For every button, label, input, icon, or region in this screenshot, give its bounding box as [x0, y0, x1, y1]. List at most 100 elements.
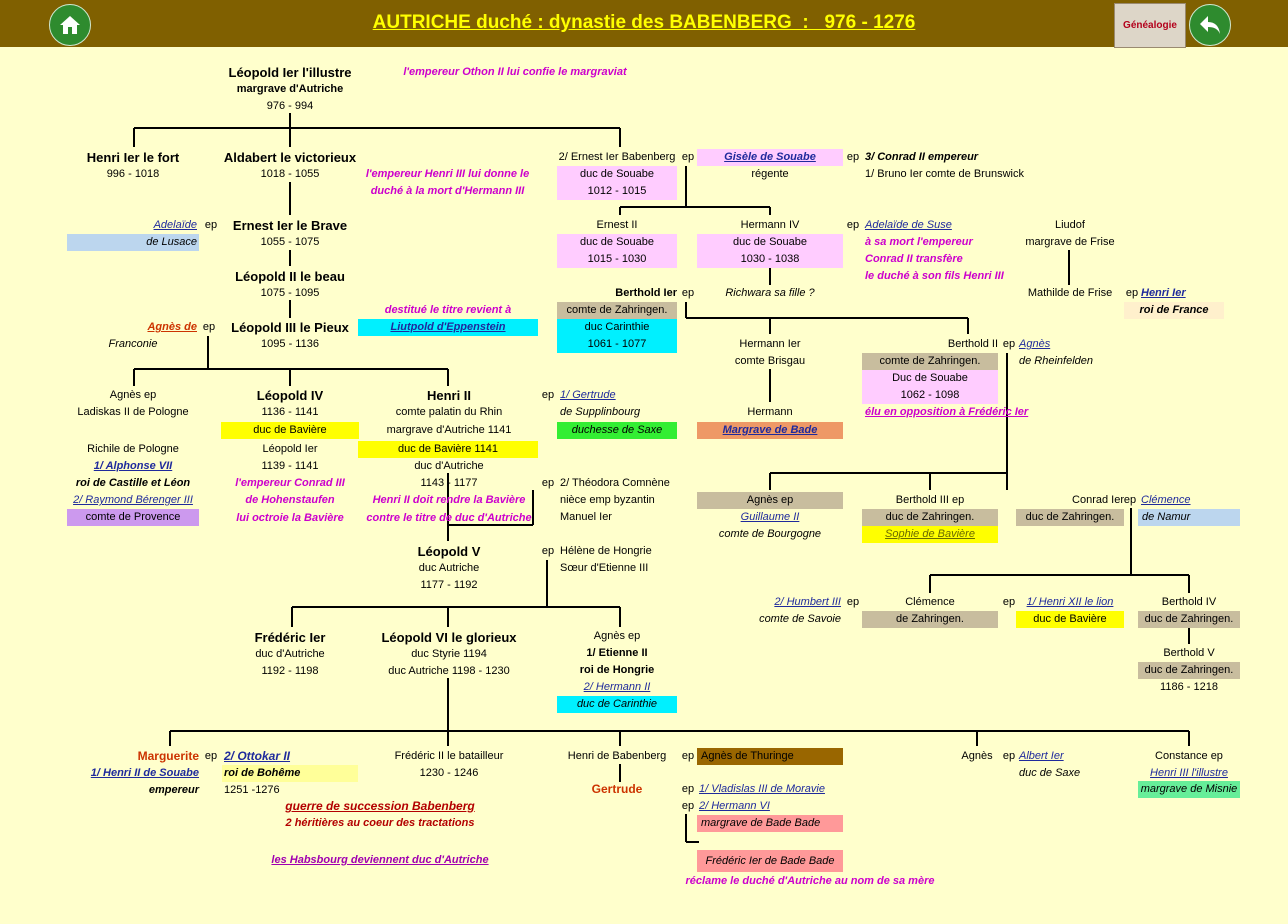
henri-2-dates: 1143 - 1177: [420, 477, 478, 489]
leopold-1-bav: Léopold Ier: [262, 443, 318, 455]
hermann-6-link[interactable]: 2/ Hermann VI: [699, 800, 770, 812]
berthold-1-duc-carinthie: duc Carinthie: [557, 319, 677, 336]
mathilde-de-frise: Mathilde de Frise: [1027, 287, 1113, 299]
margrave-de-bade-link[interactable]: Margrave de Bade: [697, 422, 843, 439]
berthold-4: Berthold IV: [1161, 596, 1217, 608]
ep-label: ep: [681, 750, 695, 762]
note-guerre-succession: guerre de succession Babenberg: [285, 799, 475, 813]
vladislas-3-link[interactable]: 1/ Vladislas III de Moravie: [699, 783, 825, 795]
clemence-namur-title: de Namur: [1138, 509, 1240, 526]
clemence-namur-link[interactable]: Clémence: [1141, 494, 1191, 506]
hermann-2-title: duc de Carinthie: [557, 696, 677, 713]
gisele-de-souabe-link[interactable]: Gisèle de Souabe: [697, 149, 843, 166]
etienne-2: 1/ Etienne II: [586, 647, 648, 659]
leopold-6-title: duc Styrie 1194: [411, 648, 487, 660]
note-elu-opposition: élu en opposition à Frédéric Ier: [865, 406, 1029, 418]
agnes-rheinfelden-title: de Rheinfelden: [1019, 355, 1094, 367]
agnes-bourgogne: Agnès ep: [697, 492, 843, 509]
manuel-1: Manuel Ier: [560, 511, 612, 523]
henri-2-souabe-title: empereur: [148, 784, 199, 796]
leopold-2: Léopold II le beau: [235, 269, 345, 284]
raymond-berenger-link[interactable]: 2/ Raymond Bérenger III: [73, 494, 193, 506]
ep-label: ep: [681, 287, 695, 299]
leopold-6: Léopold VI le glorieux: [381, 630, 517, 645]
hermann-2-link[interactable]: 2/ Hermann II: [583, 681, 651, 693]
humbert-3-title: comte de Savoie: [759, 613, 841, 625]
henri-2-souabe-link[interactable]: 1/ Henri II de Souabe: [90, 767, 199, 779]
adelaide-de-suse-link[interactable]: Adelaïde de Suse: [865, 219, 952, 231]
ep-label: ep: [204, 750, 218, 762]
note-destitue: destitué le titre revient à: [384, 304, 512, 316]
helene-de-hongrie: Hélène de Hongrie: [560, 545, 652, 557]
liudof: Liudof: [1055, 219, 1085, 231]
header-bar: [0, 0, 1288, 47]
ernest-1-title: duc de Souabe: [557, 166, 677, 183]
aldabert: Aldabert le victorieux: [223, 150, 357, 165]
gisele-title: régente: [751, 168, 789, 180]
conrad-1-title: duc de Zahringen.: [1016, 509, 1124, 526]
back-arrow-icon: [1200, 16, 1220, 34]
conrad-1: Conrad Ier: [1072, 494, 1124, 506]
berthold-5-dates: 1186 - 1218: [1160, 681, 1218, 693]
leopold-4: Léopold IV: [256, 388, 324, 403]
berthold-2-title: comte de Zahringen.: [862, 353, 998, 370]
henri-12-link[interactable]: 1/ Henri XII le lion: [1026, 596, 1114, 608]
ladiskas-2: Ladiskas II de Pologne: [77, 406, 189, 418]
sophie-de-baviere-link[interactable]: Sophie de Bavière: [862, 526, 998, 543]
leopold-1-dates: 976 - 994: [266, 100, 314, 112]
agnes-de-franconie-link[interactable]: Agnès de: [147, 321, 197, 333]
leopold-3: Léopold III le Pieux: [231, 320, 349, 335]
henri-3-illustre-link[interactable]: Henri III l'illustre: [1150, 767, 1228, 779]
guillaume-2-title: comte de Bourgogne: [718, 528, 822, 540]
agnes-franconie-title: Franconie: [108, 338, 158, 350]
gertrude-link[interactable]: 1/ Gertrude: [560, 389, 616, 401]
henri-2: Henri II: [426, 388, 472, 403]
ernest-1-babenberg: 2/ Ernest Ier Babenberg: [558, 151, 676, 163]
guillaume-2-link[interactable]: Guillaume II: [740, 511, 800, 523]
hermann-4-title: duc de Souabe: [697, 234, 843, 251]
leopold-5-title: duc Autriche: [418, 562, 480, 574]
note-conrad-a: à sa mort l'empereur: [865, 236, 973, 248]
hermann-1: Hermann Ier: [739, 338, 801, 350]
ep-label: ep: [1123, 494, 1137, 506]
hermann-4: Hermann IV: [740, 219, 800, 231]
home-icon: [60, 16, 80, 34]
ep-label: ep: [1002, 750, 1016, 762]
humbert-3-link[interactable]: 2/ Humbert III: [774, 596, 841, 608]
adelaide-link[interactable]: Adelaïde: [153, 219, 197, 231]
home-button[interactable]: [49, 4, 91, 46]
note-henri-2-b: contre le titre de duc d'Autriche: [366, 512, 532, 524]
leopold-5-dates: 1177 - 1192: [420, 579, 478, 591]
liutpold-eppenstein-link[interactable]: Liutpold d'Eppenstein: [358, 319, 538, 336]
alphonse-7-link[interactable]: 1/ Alphonse VII: [93, 460, 173, 472]
berthold-4-title: duc de Zahringen.: [1138, 611, 1240, 628]
adelaide-title: de Lusace: [67, 234, 199, 251]
etienne-2-title: roi de Hongrie: [579, 664, 655, 676]
back-button[interactable]: [1189, 4, 1231, 46]
henri-1-france-link[interactable]: Henri Ier: [1141, 287, 1186, 299]
leopold-4-dates: 1136 - 1141: [261, 406, 319, 418]
agnes-rheinfelden-link[interactable]: Agnès: [1019, 338, 1051, 350]
frederic-2: Frédéric II le batailleur: [394, 750, 504, 762]
note-conrad-3-c: lui octroie la Bavière: [236, 512, 344, 524]
ep-label: ep: [1125, 287, 1139, 299]
genealogy-button[interactable]: Généalogie: [1114, 3, 1186, 48]
henri-2-title-2: margrave d'Autriche 1141: [386, 424, 512, 436]
aldabert-dates: 1018 - 1055: [260, 168, 320, 180]
note-reclame: réclame le duché d'Autriche au nom de sa…: [685, 875, 935, 887]
berthold-1-dates: 1061 - 1077: [557, 336, 677, 353]
berthold-3-title: duc de Zahringen.: [862, 509, 998, 526]
henri-1-france-title: roi de France: [1124, 302, 1224, 319]
raymond-berenger-title: comte de Provence: [67, 509, 199, 526]
henri-2-title: comte palatin du Rhin: [395, 406, 503, 418]
note-conrad-b: Conrad II transfère: [865, 253, 963, 265]
ottokar-2-link[interactable]: 2/ Ottokar II: [224, 749, 291, 763]
note-henri-3-a: l'empereur Henri III lui donne le: [365, 168, 530, 180]
henri-2-title-3: duc de Bavière 1141: [358, 441, 538, 458]
gertrude: Gertrude: [591, 782, 643, 796]
agnes-hongrie: Agnès ep: [593, 630, 641, 642]
albert-1-link[interactable]: Albert Ier: [1019, 750, 1064, 762]
note-henri-2-a: Henri II doit rendre la Bavière: [372, 494, 526, 506]
ep-label: ep: [541, 545, 555, 557]
berthold-3: Berthold III ep: [895, 494, 965, 506]
